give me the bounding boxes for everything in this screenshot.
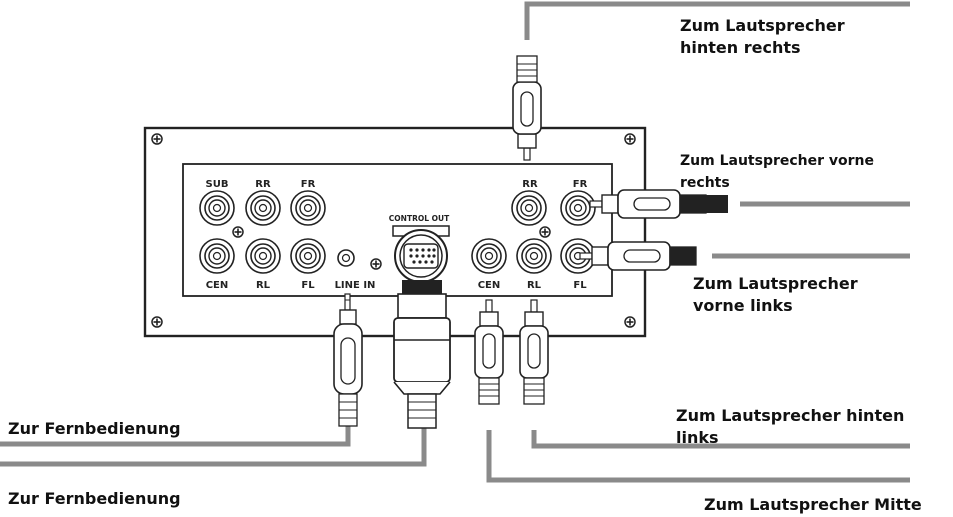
label-sub: SUB	[206, 179, 229, 190]
label-rl-right: RL	[527, 280, 542, 291]
label-line-in: LINE IN	[335, 280, 376, 291]
label-cen-right: CEN	[478, 280, 501, 291]
callout-rear-left: Zum Lautsprecher hinten links	[676, 406, 905, 447]
plug-front-right	[589, 189, 728, 219]
cable-remote-2	[0, 428, 427, 467]
cable-center	[486, 430, 910, 483]
label-rl-left: RL	[256, 280, 271, 291]
label-rr-right: RR	[522, 179, 538, 190]
label-fl-left: FL	[301, 280, 315, 291]
label-cen-left: CEN	[206, 280, 229, 291]
callout-center: Zum Lautsprecher Mitte	[704, 495, 922, 514]
jack-fr-right	[560, 190, 596, 226]
jack-labels-right: RR FR CEN RL FL	[478, 179, 588, 291]
jack-fr-left	[290, 190, 326, 226]
cables	[0, 1, 910, 483]
jack-cen-left	[199, 238, 235, 274]
control-out-port: CONTROL OUT	[389, 214, 450, 283]
callout-remote-2: Zur Fernbedienung	[8, 489, 181, 508]
cable-rear-right	[524, 1, 910, 40]
callout-remote-1: Zur Fernbedienung	[8, 419, 181, 438]
callout-front-right: Zum Lautsprecher vorne rechts	[680, 153, 875, 191]
label-fr-left: FR	[301, 179, 316, 190]
jack-rr-left	[245, 190, 281, 226]
jack-sub	[199, 190, 235, 226]
label-rr-left: RR	[255, 179, 271, 190]
jack-cen-right	[471, 238, 507, 274]
jacks-left	[199, 190, 355, 274]
plug-line-in	[333, 293, 363, 427]
jack-rl-right	[516, 238, 552, 274]
callout-rear-right: Zum Lautsprecher hinten rechts	[680, 16, 845, 57]
label-fr-right: FR	[573, 179, 588, 190]
plug-control-out	[393, 280, 451, 429]
label-control-out: CONTROL OUT	[389, 214, 450, 223]
jack-fl-left	[290, 238, 326, 274]
jack-labels-left: SUB RR FR CEN RL FL LINE IN	[206, 179, 376, 291]
callout-front-left: Zum Lautsprecher vorne links	[693, 274, 858, 315]
jack-rl-left	[245, 238, 281, 274]
jack-rr-right	[511, 190, 547, 226]
cable-rear-left	[531, 430, 910, 449]
label-fl-right: FL	[573, 280, 587, 291]
cable-remote-1	[0, 426, 351, 447]
